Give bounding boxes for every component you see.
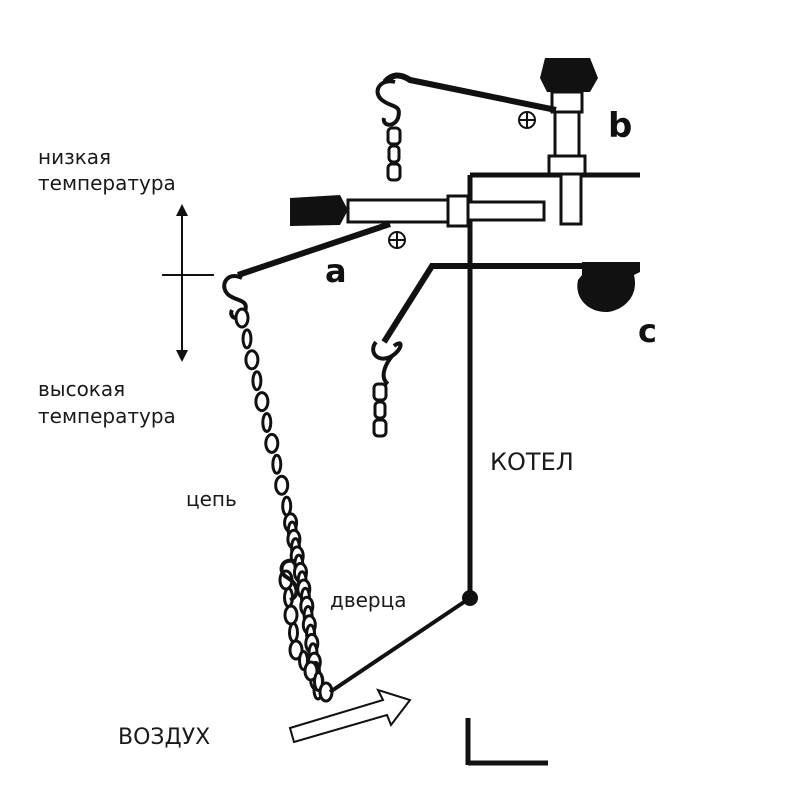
regulator-b-lever [382, 72, 557, 113]
chain-link [261, 412, 273, 433]
boiler-wall [465, 172, 640, 766]
label-high-temperature-2: температура [38, 404, 176, 428]
regulator-b-nut [547, 154, 587, 176]
regulator-b [375, 58, 598, 226]
label-point-a: a [325, 252, 347, 290]
chain-link [283, 604, 299, 626]
label-chain: цепь [186, 487, 237, 511]
chain-link [288, 622, 299, 643]
regulator-b-screw-icon [518, 111, 536, 129]
regulator-a-nut [446, 194, 470, 228]
label-point-c: c [638, 312, 657, 350]
regulator-a-sensor-rod [466, 200, 546, 222]
regulator-b-knob [540, 58, 598, 92]
temperature-range-arrow [162, 204, 214, 362]
air-arrow-icon [288, 688, 412, 744]
chain-lower-s-hook [279, 558, 299, 602]
label-point-b: b [608, 106, 632, 146]
label-high-temperature-1: высокая [38, 377, 125, 401]
regulator-b-chain-stub [386, 126, 402, 182]
chain-link [234, 307, 250, 329]
chain-link [254, 391, 270, 413]
regulator-c [371, 262, 640, 438]
regulator-c-lever [381, 263, 582, 344]
regulator-c-head [577, 262, 640, 312]
regulator-a-body [346, 198, 450, 224]
regulator-c-chain-stub [372, 382, 388, 438]
door [328, 590, 478, 694]
door-flap [328, 596, 472, 694]
chain-link [264, 432, 280, 454]
label-boiler: КОТЕЛ [490, 448, 574, 476]
regulator-a-knob [290, 195, 348, 226]
chain-link [251, 370, 263, 392]
regulator-c-s-hook [371, 340, 403, 386]
regulator-a-screw-icon [388, 231, 406, 249]
regulator-a [222, 194, 546, 321]
regulator-a-lever [237, 221, 391, 278]
chain-link [271, 453, 283, 475]
regulator-b-body [553, 110, 581, 158]
chain-link [241, 328, 253, 350]
chain-link [274, 474, 290, 496]
label-low-temperature-1: низкая [38, 145, 111, 169]
regulator-b-sensor-rod [559, 172, 583, 226]
label-air: ВОЗДУХ [118, 725, 210, 750]
chain-link [244, 349, 260, 371]
label-door: дверца [330, 588, 406, 612]
label-low-temperature-2: температура [38, 171, 176, 195]
door-hinge [462, 590, 478, 606]
regulator-b-collar [550, 90, 584, 114]
main-chain [234, 307, 334, 703]
regulator-b-s-hook [375, 79, 401, 127]
